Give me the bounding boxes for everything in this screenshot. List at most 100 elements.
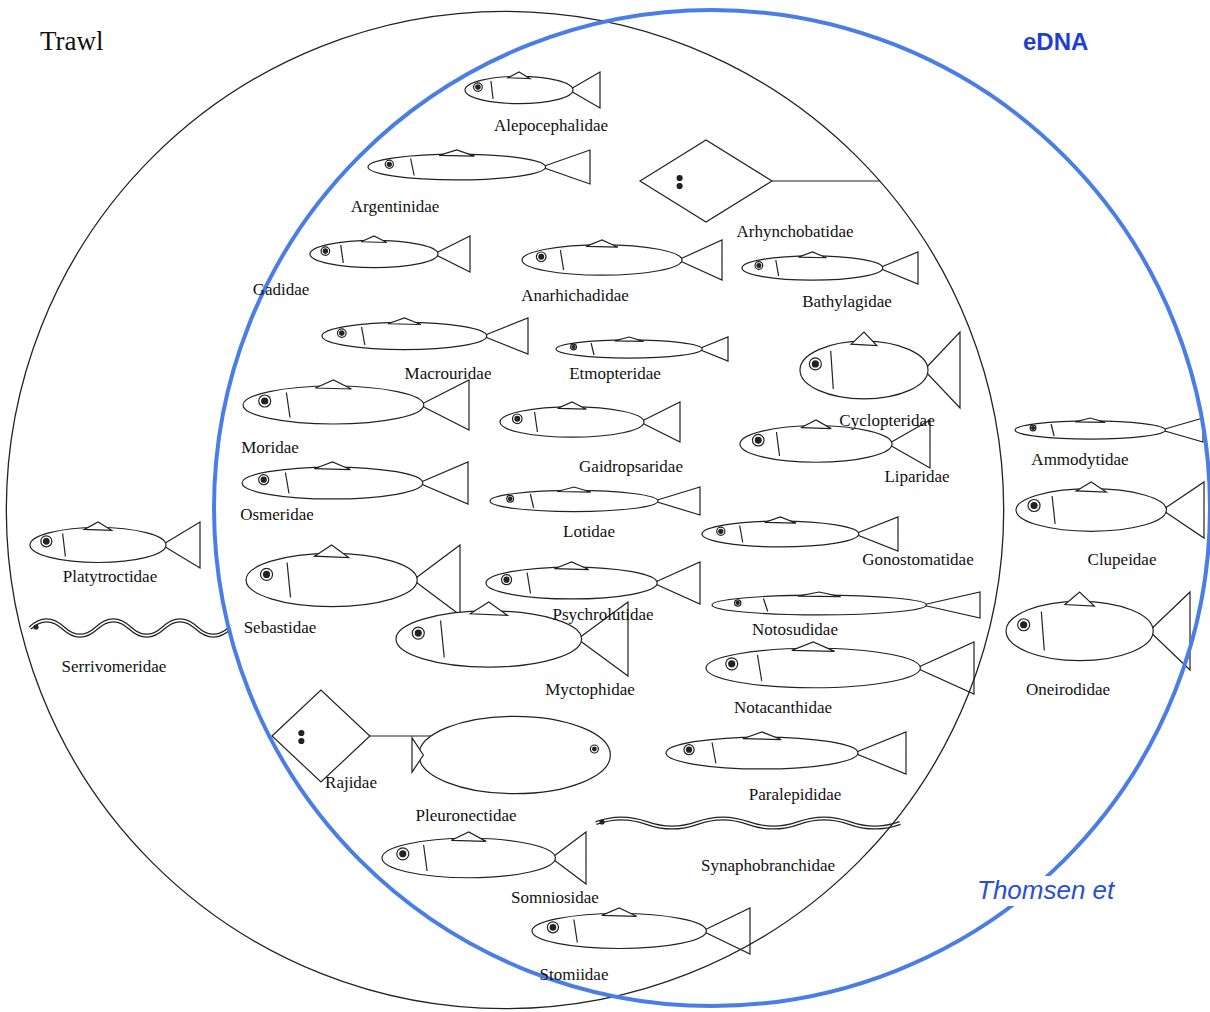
fish-fin — [554, 562, 588, 570]
fish-tail — [678, 240, 722, 280]
fish-eye — [264, 571, 270, 577]
family-label: Synaphobranchidae — [701, 857, 835, 876]
fish-tail — [551, 832, 586, 884]
fish-eye — [593, 747, 597, 751]
gill-line — [411, 159, 415, 176]
set-title: Trawl — [40, 26, 104, 57]
fish-body — [532, 914, 706, 949]
fish-eye — [515, 416, 520, 421]
family-label: Rajidae — [325, 774, 377, 793]
fish-tail — [542, 150, 590, 184]
fish-tail — [434, 236, 470, 272]
fish-eye — [677, 184, 682, 189]
fish-eye — [755, 262, 763, 270]
circle-outline — [5, 10, 1005, 1010]
fish-drawing — [242, 462, 468, 504]
fish-fin — [586, 240, 618, 247]
fish-body — [490, 490, 658, 511]
fish-eye — [729, 661, 735, 667]
fish-eye — [385, 160, 393, 168]
fish-fin — [388, 318, 421, 324]
fish-drawing — [246, 545, 460, 615]
fish-tail — [1149, 592, 1190, 670]
fish-drawing — [740, 420, 930, 468]
family-label: Platytroctidae — [63, 568, 157, 587]
family-label: Alepocephalidae — [494, 117, 608, 136]
fish-tail — [879, 252, 918, 284]
family-label: Myctophidae — [545, 681, 635, 700]
gill-line — [362, 327, 365, 345]
fish-fin — [557, 487, 591, 492]
fish-body — [246, 553, 417, 606]
fish-eye — [34, 625, 38, 629]
fish-eye — [412, 627, 424, 639]
fish-fin — [851, 332, 877, 346]
circle-outline — [210, 6, 1210, 1010]
fish-tail — [854, 732, 906, 774]
fish-fin — [801, 420, 831, 429]
fish-eye — [299, 731, 304, 736]
fish-tail — [569, 72, 600, 108]
fish-drawing — [596, 818, 900, 827]
family-label: Moridae — [241, 439, 299, 458]
gill-line — [527, 573, 530, 594]
fish-eye — [572, 346, 575, 349]
fish-eye — [337, 329, 346, 338]
ray-tail — [772, 180, 880, 181]
gill-line — [591, 343, 594, 355]
fish-fin — [1065, 592, 1094, 606]
fish-eye — [590, 745, 598, 753]
fish-drawing — [490, 487, 700, 515]
fish-drawing — [396, 602, 628, 676]
family-label: Gonostomatidae — [862, 551, 973, 570]
fish-fin — [84, 522, 111, 530]
ray-body — [640, 140, 772, 222]
gill-line — [285, 473, 289, 494]
fish-drawing — [465, 72, 600, 108]
family-label: Gadidae — [253, 281, 310, 300]
fish-eye — [1032, 427, 1035, 430]
fish-drawing — [322, 318, 528, 354]
fish-eye — [1031, 503, 1037, 509]
fish-eye — [736, 601, 739, 604]
family-label: Cyclopteridae — [839, 412, 934, 431]
family-label: Serrivomeridae — [62, 658, 167, 677]
fish-body — [1015, 421, 1165, 439]
gill-line — [757, 655, 761, 681]
fish-body — [30, 528, 166, 563]
fish-drawing — [30, 620, 230, 635]
fish-fin — [315, 380, 351, 389]
gill-line — [491, 81, 493, 99]
family-label: Oneirodidae — [1026, 681, 1110, 700]
fish-eye — [717, 527, 725, 535]
fish-eye — [340, 331, 344, 335]
fish-body — [500, 407, 644, 437]
fish-drawing — [412, 716, 610, 793]
fish-eye — [397, 848, 409, 860]
family-label: Sebastidae — [244, 619, 317, 638]
fish-eye — [474, 83, 483, 92]
fish-eye — [41, 536, 52, 547]
gill-line — [63, 534, 66, 557]
fish-drawing — [486, 562, 700, 604]
fish-drawing — [666, 732, 906, 774]
fish-fin — [798, 592, 841, 597]
fish-body — [368, 154, 546, 180]
gill-line — [712, 743, 716, 764]
fish-fin — [558, 402, 587, 409]
fish-tail — [419, 462, 468, 504]
fish-eye — [44, 539, 50, 545]
fish-eye — [539, 254, 544, 259]
fish-eye — [299, 739, 304, 744]
fish-body — [740, 426, 892, 462]
fish-drawing — [800, 332, 960, 408]
fish-eye — [752, 434, 764, 446]
fish-drawing — [243, 380, 469, 430]
gill-line — [740, 526, 743, 543]
fish-eye — [502, 575, 512, 585]
family-label: Arhynchobatidae — [736, 223, 853, 242]
fish-tail — [413, 545, 460, 615]
fish-drawing — [706, 642, 974, 694]
gill-line — [535, 412, 538, 432]
